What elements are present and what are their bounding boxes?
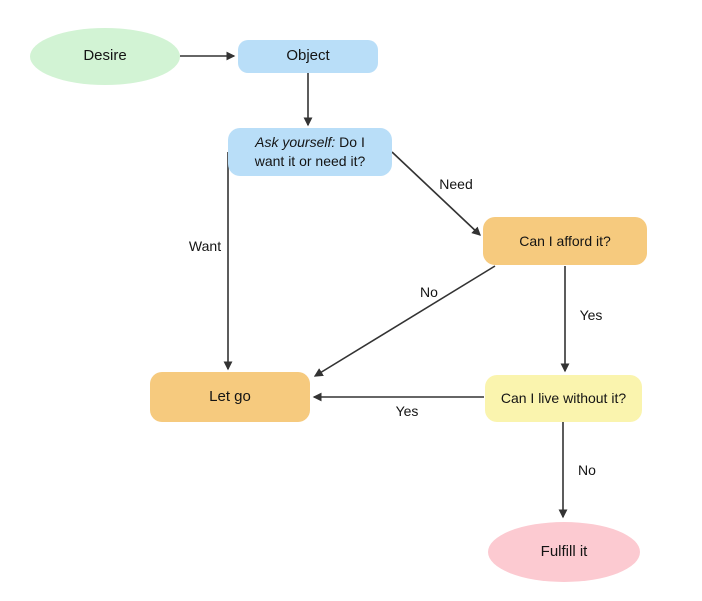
node-fulfill-it: Fulfill it: [488, 522, 640, 582]
node-can-i-afford-it: Can I afford it?: [483, 217, 647, 265]
edge-ask-afford: [391, 151, 481, 236]
ask-label-italic: Ask yourself:: [255, 134, 336, 151]
edge-label-yes-live: Yes: [395, 403, 419, 419]
ask-label-line1-rest: Do I: [335, 134, 365, 151]
node-object: Object: [238, 40, 378, 73]
edge-label-no-afford: No: [420, 284, 438, 300]
edge-label-want: Want: [188, 238, 222, 254]
node-fulfill-it-label: Fulfill it: [540, 542, 588, 560]
ask-label-line2: want it or need it?: [254, 153, 366, 169]
edge-label-yes-afford: Yes: [579, 307, 603, 323]
node-can-i-afford-it-label: Can I afford it?: [519, 232, 611, 249]
node-let-go-label: Let go: [209, 387, 251, 405]
edge-label-no-live: No: [578, 462, 596, 478]
edge-afford-letgo: [313, 265, 496, 377]
node-object-label: Object: [286, 47, 330, 65]
node-ask-yourself-label: Ask yourself: Do I want it or need it?: [255, 133, 366, 171]
node-desire: Desire: [30, 28, 180, 85]
node-can-i-live-without-it: Can I live without it?: [485, 375, 642, 422]
node-ask-yourself: Ask yourself: Do I want it or need it?: [228, 128, 392, 176]
node-can-i-live-without-it-label: Can I live without it?: [500, 390, 627, 407]
edge-label-need: Need: [439, 176, 473, 192]
node-let-go: Let go: [150, 372, 310, 422]
node-desire-label: Desire: [83, 47, 127, 65]
